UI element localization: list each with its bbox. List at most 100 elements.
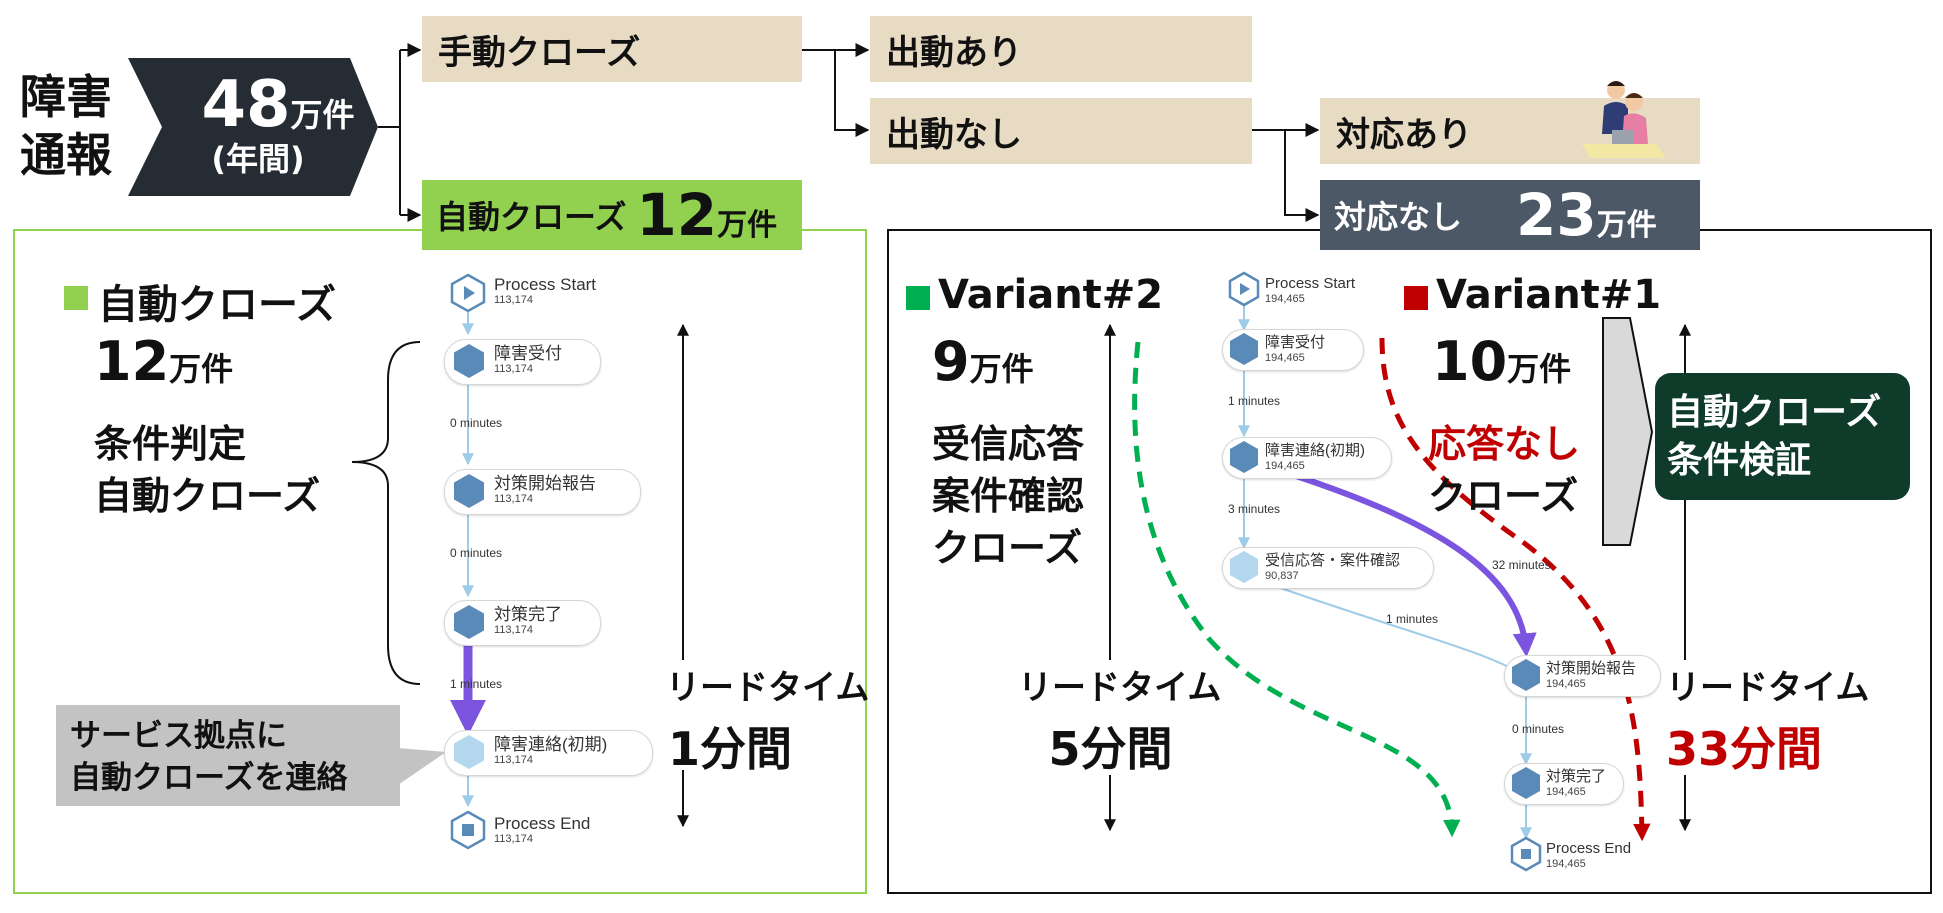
left-lead-time: リードタイム 1分間 xyxy=(666,660,869,779)
left-node-countermeasure-done-name: 対策完了 xyxy=(494,605,562,624)
verify-box-line1: 自動クローズ xyxy=(1667,392,1882,433)
manual-close-label: 手動クローズ xyxy=(438,32,641,73)
response-no-box: 対応なし 23 万件 xyxy=(1320,180,1700,250)
v2-desc-line3: クローズ xyxy=(932,526,1083,570)
v2-lead-time-value: 5分間 xyxy=(1048,722,1173,776)
left-panel-desc-line1: 条件判定 xyxy=(94,422,247,466)
left-node-countermeasure-start-hex xyxy=(454,474,484,508)
left-panel-desc: 条件判定 自動クローズ xyxy=(94,418,320,522)
left-lead-time-value: 1分間 xyxy=(668,722,793,776)
right-node-response-confirm-hex xyxy=(1230,551,1258,583)
right-start-node xyxy=(1228,271,1260,307)
right-end-name: Process End xyxy=(1546,840,1632,857)
right-node-initial-contact-count: 194,465 xyxy=(1265,460,1305,472)
left-node-countermeasure-start-label: 対策開始報告 113,174 xyxy=(494,475,596,506)
service-callout-line2: 自動クローズを連絡 xyxy=(70,760,348,796)
response-no-unit: 万件 xyxy=(1596,208,1657,243)
right-node-reception-label: 障害受付 194,465 xyxy=(1265,334,1325,364)
v1-lead-time: リードタイム 33分間 xyxy=(1666,660,1869,779)
left-panel-title: 自動クローズ xyxy=(98,282,336,328)
auto-close-box: 自動クローズ 12 万件 xyxy=(422,180,802,250)
right-end-label: Process End 194,465 xyxy=(1546,840,1631,870)
verify-chevron xyxy=(1602,317,1654,546)
left-node-countermeasure-done-hex xyxy=(454,605,484,639)
v2-lead-time: リードタイム 5分間 xyxy=(1018,660,1222,779)
right-flow-purple-edge xyxy=(1289,471,1537,658)
total-count-unit: 万件 xyxy=(290,96,355,134)
left-node-reception-name: 障害受付 xyxy=(494,344,562,363)
office-workers-icon xyxy=(1582,81,1666,158)
right-node-countermeasure-done-label: 対策完了 194,465 xyxy=(1546,768,1606,798)
right-node-response-confirm-count: 90,837 xyxy=(1265,570,1299,582)
left-start-node xyxy=(450,273,486,313)
total-count: 48万件 (年間) xyxy=(178,68,378,180)
dispatch-yes-box: 出動あり xyxy=(870,16,1252,82)
left-node-reception-hex xyxy=(454,344,484,378)
left-end-name: Process End xyxy=(494,814,591,833)
dispatch-no-label: 出動なし xyxy=(886,114,1022,155)
service-callout-line1: サービス拠点に xyxy=(70,718,287,754)
right-end-count: 194,465 xyxy=(1546,858,1586,870)
left-panel-desc-line2: 自動クローズ xyxy=(94,474,321,518)
right-node-response-confirm-label: 受信応答・案件確認 90,837 xyxy=(1265,552,1400,582)
left-start-name: Process Start xyxy=(494,275,597,294)
v1-desc-red: 応答なし xyxy=(1428,422,1581,466)
v1-legend-square xyxy=(1404,286,1428,310)
right-node-reception-name: 障害受付 xyxy=(1265,334,1326,351)
verify-box-line2: 条件検証 xyxy=(1667,440,1812,481)
right-start-label: Process Start 194,465 xyxy=(1265,275,1355,305)
v1-lead-time-value: 33分間 xyxy=(1666,722,1823,776)
v2-legend-square xyxy=(906,286,930,310)
right-start-name: Process Start xyxy=(1265,275,1356,292)
right-flow-connectors xyxy=(1238,305,1532,840)
auto-close-label: 自動クローズ xyxy=(436,198,627,236)
v1-title: Variant#1 xyxy=(1436,272,1662,318)
v1-count: 10万件 xyxy=(1432,330,1571,393)
v1-lead-time-label: リードタイム xyxy=(1666,668,1870,708)
v2-count-unit: 万件 xyxy=(969,350,1034,388)
right-edge-time-1b: 1 minutes xyxy=(1386,612,1439,626)
dispatch-no-box: 出動なし xyxy=(870,98,1252,164)
left-panel-count: 12万件 xyxy=(94,330,233,393)
response-no-number: 23 xyxy=(1516,181,1597,249)
total-chevron xyxy=(128,58,378,196)
right-node-countermeasure-start-count: 194,465 xyxy=(1546,678,1586,690)
auto-close-number: 12 xyxy=(636,181,718,249)
right-node-reception-count: 194,465 xyxy=(1265,352,1305,364)
response-no-label: 対応なし xyxy=(1334,198,1463,236)
left-node-countermeasure-done-label: 対策完了 113,174 xyxy=(494,605,562,637)
top-tree-lines xyxy=(378,43,1320,222)
left-brace xyxy=(351,341,421,685)
left-end-node xyxy=(450,810,486,850)
left-panel-count-number: 12 xyxy=(94,330,170,393)
v2-title: Variant#2 xyxy=(938,272,1164,318)
left-start-label: Process Start 113,174 xyxy=(494,275,597,307)
left-node-reception-count: 113,174 xyxy=(494,363,533,375)
v2-count: 9万件 xyxy=(932,330,1034,393)
total-count-number: 48 xyxy=(201,68,291,142)
left-node-initial-contact-label: 障害連絡(初期) 113,174 xyxy=(494,735,608,767)
right-edge-time-2: 3 minutes xyxy=(1228,502,1281,516)
v1-count-unit: 万件 xyxy=(1507,350,1572,388)
variant2-dashed-path xyxy=(1132,341,1461,838)
v1-desc-line2: クローズ xyxy=(1428,474,1579,518)
left-edge-time-3: 1 minutes xyxy=(450,677,503,691)
right-node-countermeasure-start-label: 対策開始報告 194,465 xyxy=(1546,660,1636,690)
left-node-countermeasure-start-count: 113,174 xyxy=(494,493,533,505)
auto-close-unit: 万件 xyxy=(717,208,778,243)
left-legend-square xyxy=(64,286,88,310)
verify-box: 自動クローズ 条件検証 xyxy=(1655,373,1910,500)
incident-report-label-line1: 障害 xyxy=(20,70,112,124)
right-edge-time-0: 0 minutes xyxy=(1512,722,1565,736)
right-edge-time-32: 32 minutes xyxy=(1492,558,1551,572)
v2-lead-time-label: リードタイム xyxy=(1018,668,1222,708)
left-node-initial-contact-name: 障害連絡(初期) xyxy=(494,735,608,754)
right-node-countermeasure-done-hex xyxy=(1512,767,1540,799)
left-node-reception-label: 障害受付 113,174 xyxy=(494,344,562,376)
right-node-countermeasure-start-name: 対策開始報告 xyxy=(1546,660,1637,677)
response-yes-label: 対応あり xyxy=(1336,114,1472,155)
left-edge-time-2: 0 minutes xyxy=(450,546,503,560)
left-end-label: Process End 113,174 xyxy=(494,814,591,846)
v1-count-number: 10 xyxy=(1432,330,1508,393)
callout-pointer xyxy=(398,748,446,785)
